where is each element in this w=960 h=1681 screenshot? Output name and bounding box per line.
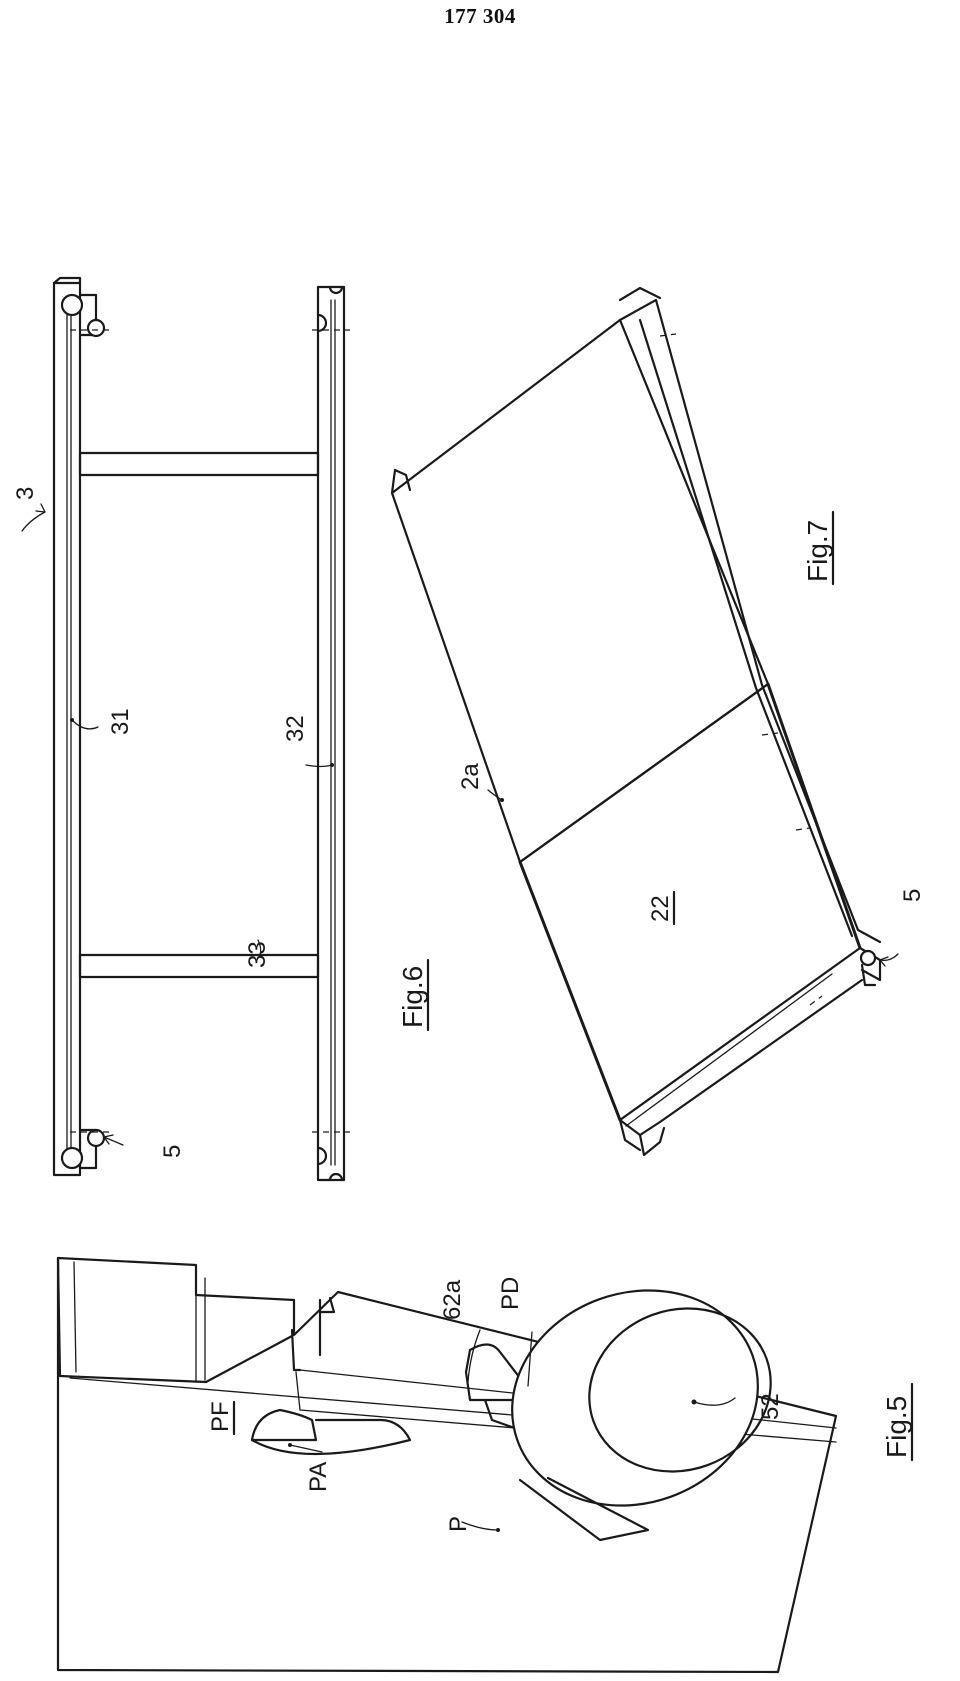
reference-PA: PA — [305, 1462, 332, 1492]
leader-31 — [71, 719, 99, 730]
end-fitting-5 — [60, 293, 110, 1170]
leader-62a — [467, 1329, 481, 1383]
leader-PD — [527, 1331, 533, 1387]
svg-text:Fig.6: Fig.6 — [397, 966, 428, 1028]
figure-6-caption: Fig.6 — [397, 958, 430, 1032]
figure-5-post-detail — [56, 1256, 838, 1674]
reference-numeral-33: 33 — [244, 941, 271, 968]
panel-22 — [518, 682, 862, 1122]
reference-numeral-3: 3 — [12, 487, 39, 500]
reference-numeral-5-fig7: 5 — [899, 889, 926, 902]
leader-3 — [21, 511, 46, 532]
pivot-PA — [250, 1408, 318, 1442]
leader-PA — [289, 1444, 323, 1453]
frame-3-under-panels — [390, 286, 882, 1157]
reference-numeral-32: 32 — [282, 715, 309, 742]
reference-numeral-5-fig6: 5 — [159, 1145, 186, 1158]
slot-62a — [464, 1343, 522, 1402]
leader-5-fig7 — [879, 953, 899, 967]
reference-numeral-62a: 62a — [439, 1279, 466, 1320]
panel-2a — [390, 318, 770, 864]
figure-6-frame — [21, 276, 350, 1182]
reference-P: P — [445, 1516, 472, 1532]
rail-31 — [52, 276, 82, 1177]
figure-7-floor-assembly — [390, 286, 899, 1157]
leader-2a — [487, 789, 503, 801]
svg-text:Fig.7: Fig.7 — [802, 520, 833, 582]
reference-numeral-2a: 2a — [457, 763, 484, 790]
leader-P — [461, 1521, 499, 1531]
svg-text:Fig.5: Fig.5 — [881, 1396, 912, 1458]
reference-PF: PF — [207, 1400, 236, 1436]
leader-33 — [257, 939, 262, 956]
leader-52 — [693, 1397, 736, 1406]
page-number: 177 304 — [444, 4, 516, 28]
reference-numeral-31: 31 — [107, 708, 134, 735]
wheel-52 — [511, 1289, 772, 1507]
reference-numeral-PD: PD — [497, 1277, 524, 1310]
figure-7-caption: Fig.7 — [802, 510, 835, 586]
leader-32 — [305, 764, 333, 768]
crossbar-33 — [78, 451, 320, 979]
reference-numeral-22: 22 — [647, 890, 676, 926]
svg-text:PF: PF — [207, 1401, 234, 1432]
rail-32 — [312, 285, 350, 1182]
reference-numeral-52: 52 — [757, 1393, 784, 1420]
leader-5-fig6 — [103, 1134, 124, 1146]
svg-text:22: 22 — [647, 895, 674, 922]
figure-5-caption: Fig.5 — [881, 1382, 914, 1462]
